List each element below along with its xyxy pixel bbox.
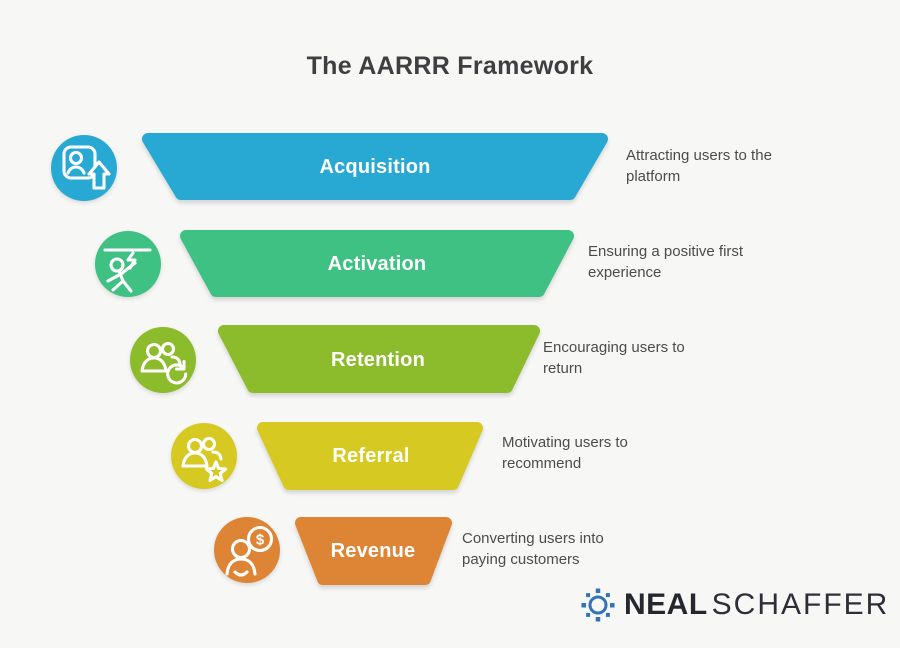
referral-trapezoid [257,422,483,490]
funnel-stage-retention [218,325,540,393]
acquisition-trapezoid [142,133,608,200]
stage-label-revenue: Revenue [330,540,416,562]
user-dollar-icon: $ [214,517,280,583]
page-title: The AARRR Framework [306,52,594,80]
dollar-sign-glyph: $ [256,532,265,549]
acquisition-icon-circle [51,135,117,201]
stage-description-referral: Motivating users to recommend [502,434,628,472]
stage-label-referral: Referral [332,445,410,467]
stage-description-activation: Ensuring a positive first experience [588,243,744,281]
person-celebrating-icon [95,231,161,297]
stage-label-acquisition: Acquisition [319,156,431,178]
user-profile-up-arrow-icon [51,135,117,201]
brand-name-second: SCHAFFER [711,588,890,621]
stage-description-acquisition: Attracting users to the platform [626,147,772,185]
stage-description-retention: Encouraging users to return [543,339,685,377]
activation-trapezoid [180,230,574,297]
funnel-stage-revenue [295,517,452,585]
stage-description-revenue: Converting users into paying customers [462,530,604,568]
stage-label-activation: Activation [327,253,427,275]
funnel-stage-acquisition [142,133,608,200]
funnel-stage-referral [257,422,483,490]
neal-schaffer-logo-icon [581,588,615,622]
retention-icon-circle [130,327,196,393]
revenue-trapezoid [295,517,452,585]
brand-name-first: NEAL [624,588,708,621]
funnel-stage-activation [180,230,574,297]
users-refresh-icon [130,327,196,393]
users-star-icon [171,423,237,489]
stage-label-retention: Retention [330,349,426,371]
retention-trapezoid [218,325,540,393]
